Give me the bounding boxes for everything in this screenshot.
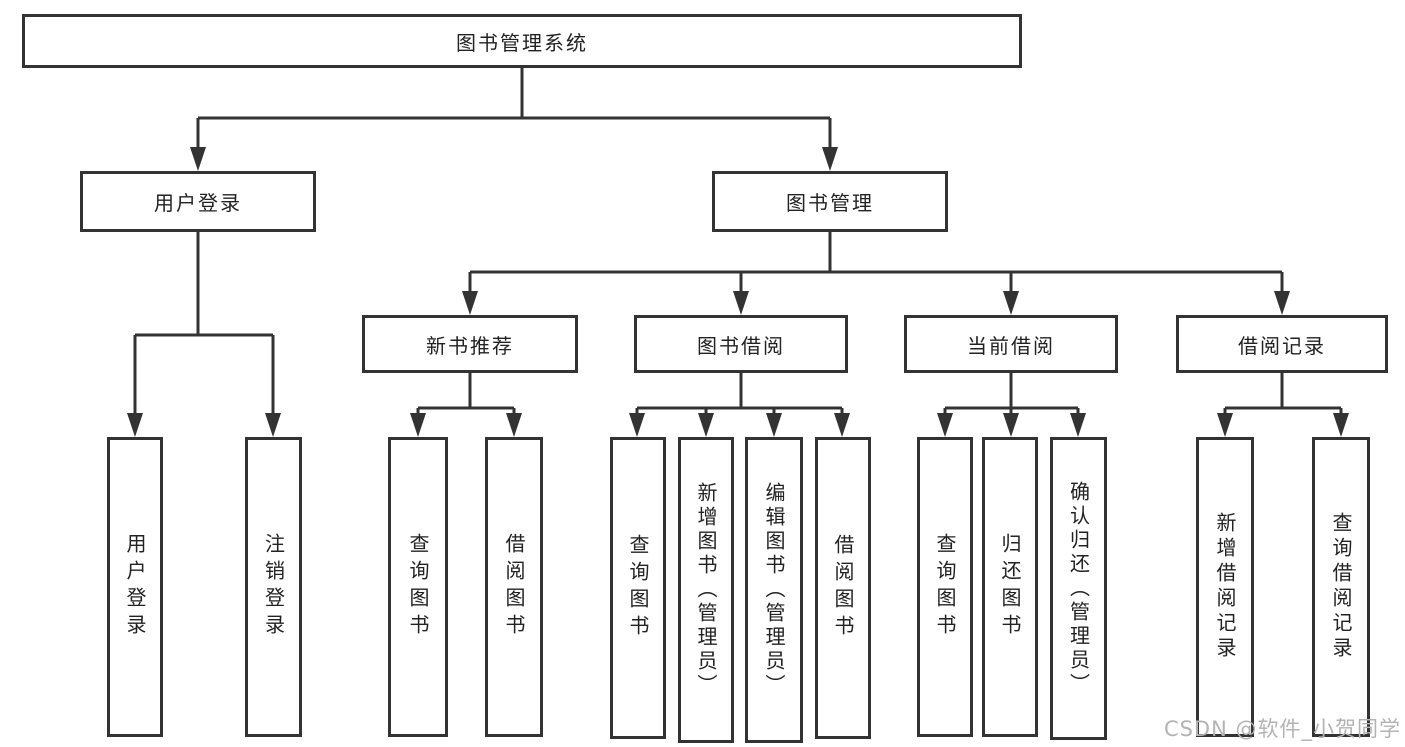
leaf-return-books: 归还图书 bbox=[982, 437, 1038, 737]
node-borrow-records: 借阅记录 bbox=[1176, 315, 1388, 373]
arrowhead bbox=[190, 147, 206, 171]
leaf-edit-books-admin: 编辑图书（管理员） bbox=[745, 437, 803, 743]
arrowhead bbox=[834, 413, 850, 437]
node-user-login: 用户登录 bbox=[80, 171, 316, 232]
arrowhead bbox=[766, 413, 782, 437]
leaf-confirm-return-admin: 确认归还（管理员） bbox=[1050, 437, 1107, 740]
node-new-book-recommend: 新书推荐 bbox=[362, 315, 578, 373]
leaf-add-borrow-record: 新增借阅记录 bbox=[1196, 437, 1254, 737]
arrowhead bbox=[1003, 291, 1019, 315]
arrowhead bbox=[1003, 413, 1019, 437]
leaf-query-books-current: 查询图书 bbox=[917, 437, 973, 737]
arrowhead bbox=[1217, 413, 1233, 437]
arrowhead bbox=[1274, 291, 1290, 315]
leaf-borrow-books-recommend: 借阅图书 bbox=[485, 437, 543, 737]
arrowhead bbox=[698, 413, 714, 437]
arrowhead bbox=[822, 147, 838, 171]
arrowhead bbox=[127, 413, 143, 437]
leaf-query-borrow-record: 查询借阅记录 bbox=[1312, 437, 1370, 737]
leaf-user-login: 用户登录 bbox=[107, 437, 163, 737]
arrowhead bbox=[733, 291, 749, 315]
arrowhead bbox=[1333, 413, 1349, 437]
leaf-add-books-admin: 新增图书（管理员） bbox=[678, 437, 734, 743]
csdn-watermark: CSDN @软件_小贺同学 bbox=[1163, 717, 1401, 741]
node-book-management: 图书管理 bbox=[712, 171, 948, 232]
leaf-borrow-books: 借阅图书 bbox=[815, 437, 871, 739]
node-current-borrowing: 当前借阅 bbox=[904, 315, 1118, 373]
arrowhead bbox=[506, 413, 522, 437]
arrowhead bbox=[265, 413, 281, 437]
node-book-borrowing: 图书借阅 bbox=[634, 315, 848, 373]
leaf-query-books-recommend: 查询图书 bbox=[388, 437, 448, 737]
arrowhead bbox=[462, 291, 478, 315]
arrowhead bbox=[1070, 413, 1086, 437]
leaf-query-books-borrowing: 查询图书 bbox=[610, 437, 666, 739]
arrowhead bbox=[629, 413, 645, 437]
arrowhead bbox=[937, 413, 953, 437]
leaf-logout: 注销登录 bbox=[245, 437, 302, 737]
arrowhead bbox=[410, 413, 426, 437]
node-library-management-system: 图书管理系统 bbox=[22, 14, 1022, 68]
